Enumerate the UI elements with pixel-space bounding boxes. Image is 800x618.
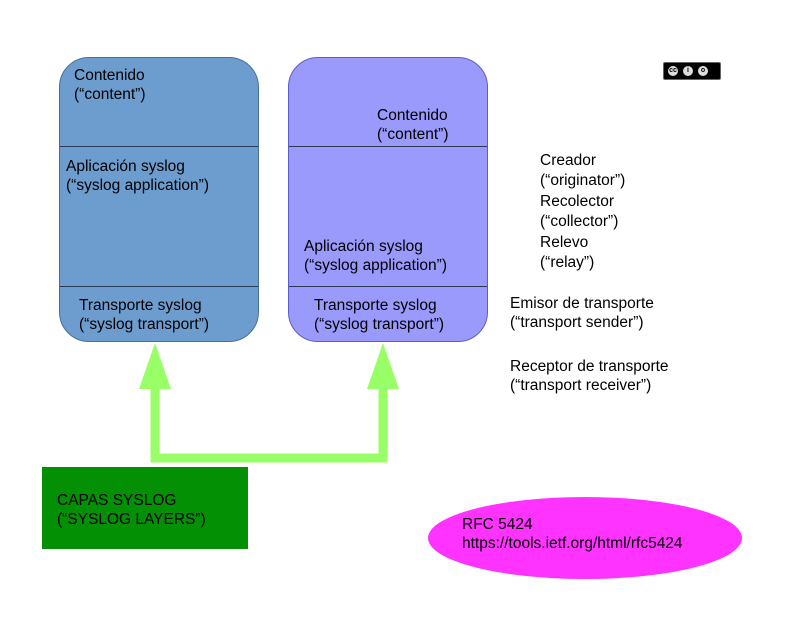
creative-commons-by-sa-icon: cc i o [663,62,721,80]
rfc-reference-ellipse [428,497,742,579]
left-stack-divider-bottom [60,286,258,287]
cc-icon: cc [667,65,679,77]
transport-receiver-label: Receptor de transporte (“transport recei… [510,358,669,394]
left-application-layer-label: Aplicación syslog (“syslog application”) [66,158,209,194]
syslog-layers-box [42,467,248,549]
right-stack-divider-top [289,146,487,147]
right-stack-divider-bottom [289,286,487,287]
syslog-layers-label: CAPAS SYSLOG (“SYSLOG LAYERS”) [57,492,206,528]
right-arrowhead [367,343,399,389]
application-roles-label: Creador (“originator”) Recolector (“coll… [540,152,626,272]
left-stack-divider-top [60,146,258,147]
right-syslog-stack [288,57,488,342]
connection-line [150,388,388,463]
by-icon: i [682,65,694,77]
rfc-reference-label: RFC 5424 https://tools.ietf.org/html/rfc… [462,516,683,552]
left-arrowhead [139,343,171,389]
right-transport-layer-label: Transporte syslog (“syslog transport”) [314,297,445,333]
right-content-layer-label: Contenido (“content”) [377,107,449,143]
right-application-layer-label: Aplicación syslog (“syslog application”) [304,238,447,274]
left-content-layer-label: Contenido (“content”) [74,67,146,103]
left-transport-layer-label: Transporte syslog (“syslog transport”) [79,297,210,333]
left-syslog-stack [59,57,259,342]
sa-icon: o [697,65,709,77]
transport-sender-label: Emisor de transporte (“transport sender”… [510,295,654,331]
